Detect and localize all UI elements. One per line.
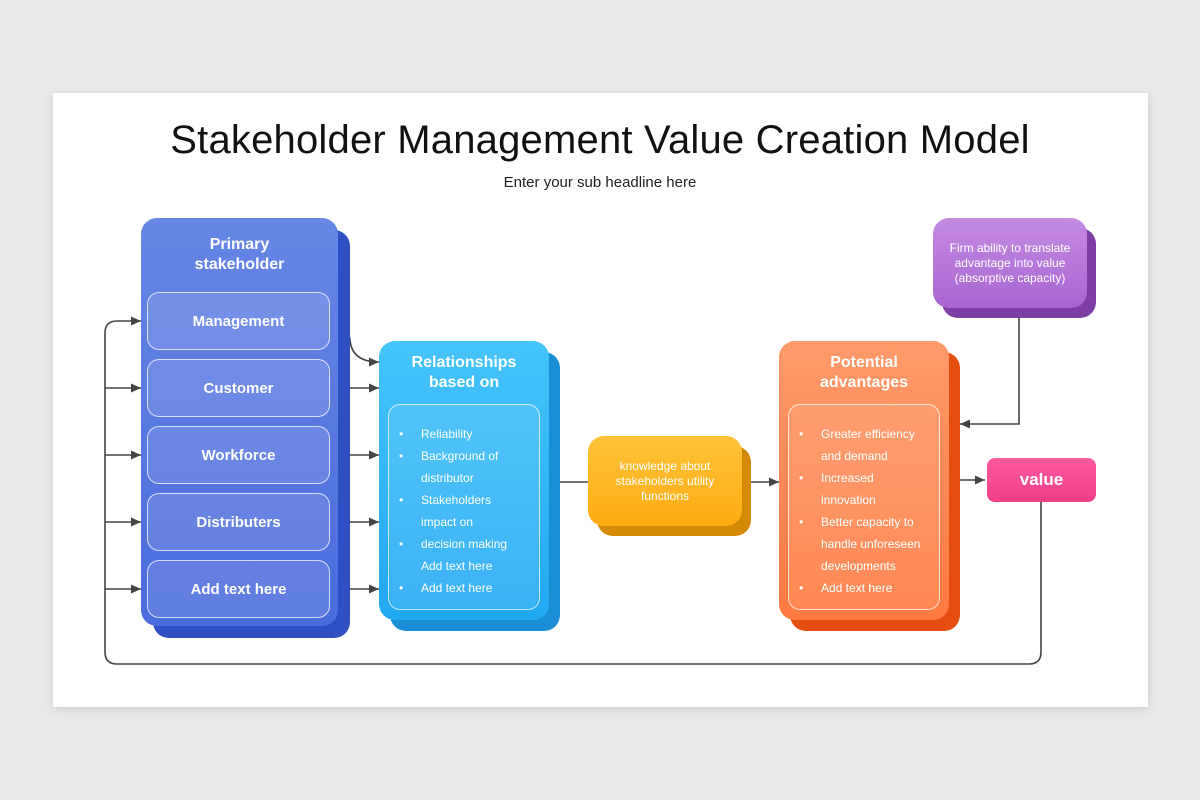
page-subtitle: Enter your sub headline here	[503, 174, 697, 191]
list-item: Stakeholders	[399, 489, 539, 511]
list-item: decision making	[399, 533, 539, 555]
advantages-list-box: Greater efficiency and demandIncreased inn…	[788, 404, 940, 610]
list-item: Greater efficiency	[799, 423, 939, 445]
feedback-loop-line	[104, 316, 1042, 665]
advantages-heading: Potential advantages	[779, 353, 949, 393]
advantages-bullet-list: Greater efficiency and demandIncreased inn…	[789, 405, 939, 599]
arrow-absorptive-advantages	[960, 318, 1020, 429]
stakeholder-distributers: Distributers	[147, 493, 330, 551]
primary-stakeholder-card: Primary stakeholder	[141, 218, 338, 626]
primary-heading-line1: Primary	[209, 236, 270, 253]
relationships-card: Relationships based on ReliabilityBackgr…	[379, 341, 549, 620]
list-item: developments	[821, 559, 896, 573]
advantages-card: Potential advantages Greater efficiency a…	[779, 341, 949, 620]
list-item: Background of	[399, 445, 539, 467]
relationships-bullet-list: ReliabilityBackground of distributorStake…	[389, 405, 539, 599]
list-item: Reliability	[399, 423, 539, 445]
list-item: Add text here	[399, 577, 539, 599]
list-item: distributor	[421, 471, 474, 485]
list-item: and demand	[821, 449, 888, 463]
list-item: Add text here	[421, 559, 493, 573]
stakeholder-management: Management	[147, 292, 330, 350]
value-badge: value	[987, 458, 1096, 502]
relationships-heading-line2: based on	[428, 374, 500, 391]
list-item: innovation	[821, 493, 876, 507]
stakeholder-add-text: Add text here	[147, 560, 330, 618]
list-item: impact on	[421, 515, 474, 529]
primary-heading-line2: stakeholder	[194, 256, 285, 273]
relationships-list-box: ReliabilityBackground of distributorStake…	[388, 404, 540, 610]
stakeholder-workforce: Workforce	[147, 426, 330, 484]
list-item: Add text here	[799, 577, 939, 599]
primary-heading: Primary stakeholder	[141, 235, 338, 275]
relationships-heading: Relationships based on	[379, 353, 549, 393]
list-item: handle unforeseen	[821, 537, 921, 551]
knowledge-card: knowledge about stakeholders utility fun…	[588, 436, 742, 526]
stakeholder-customer: Customer	[147, 359, 330, 417]
list-item: Better capacity to	[799, 511, 939, 533]
advantages-heading-line2: advantages	[819, 374, 909, 391]
page-title: Stakeholder Management Value Creation Mo…	[170, 118, 1030, 162]
absorptive-capacity-card: Firm ability to translate advantage into…	[933, 218, 1087, 308]
relationships-heading-line1: Relationships	[411, 354, 517, 371]
list-item: Increased	[799, 467, 939, 489]
advantages-heading-line1: Potential	[830, 354, 898, 371]
